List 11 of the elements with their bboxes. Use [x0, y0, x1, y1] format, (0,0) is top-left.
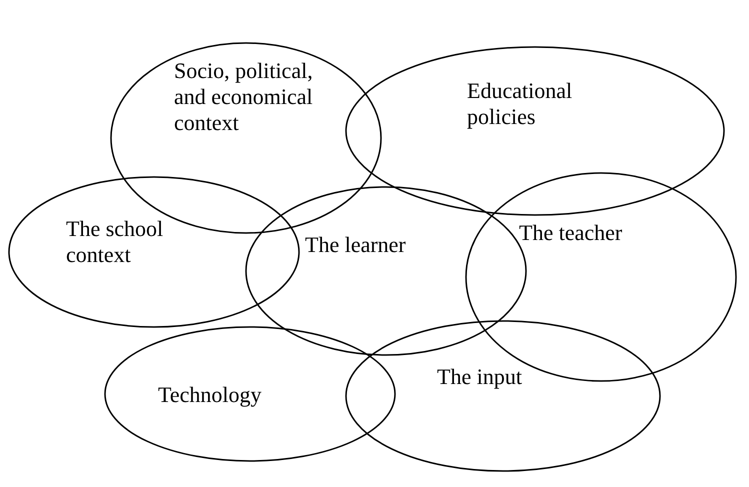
node-label: Educational policies: [467, 78, 574, 130]
node-label: Socio, political, and economical context: [174, 58, 314, 136]
node-label: The learner: [305, 232, 407, 258]
ellipse-node: [104, 326, 396, 462]
ellipse-node: [345, 46, 725, 216]
node-label: Technology: [158, 382, 263, 408]
node-label: The school context: [66, 216, 164, 268]
node-label: The input: [437, 364, 523, 390]
ellipse-node: [8, 176, 300, 328]
ellipse-node: [345, 320, 661, 472]
node-label: The teacher: [519, 220, 624, 246]
